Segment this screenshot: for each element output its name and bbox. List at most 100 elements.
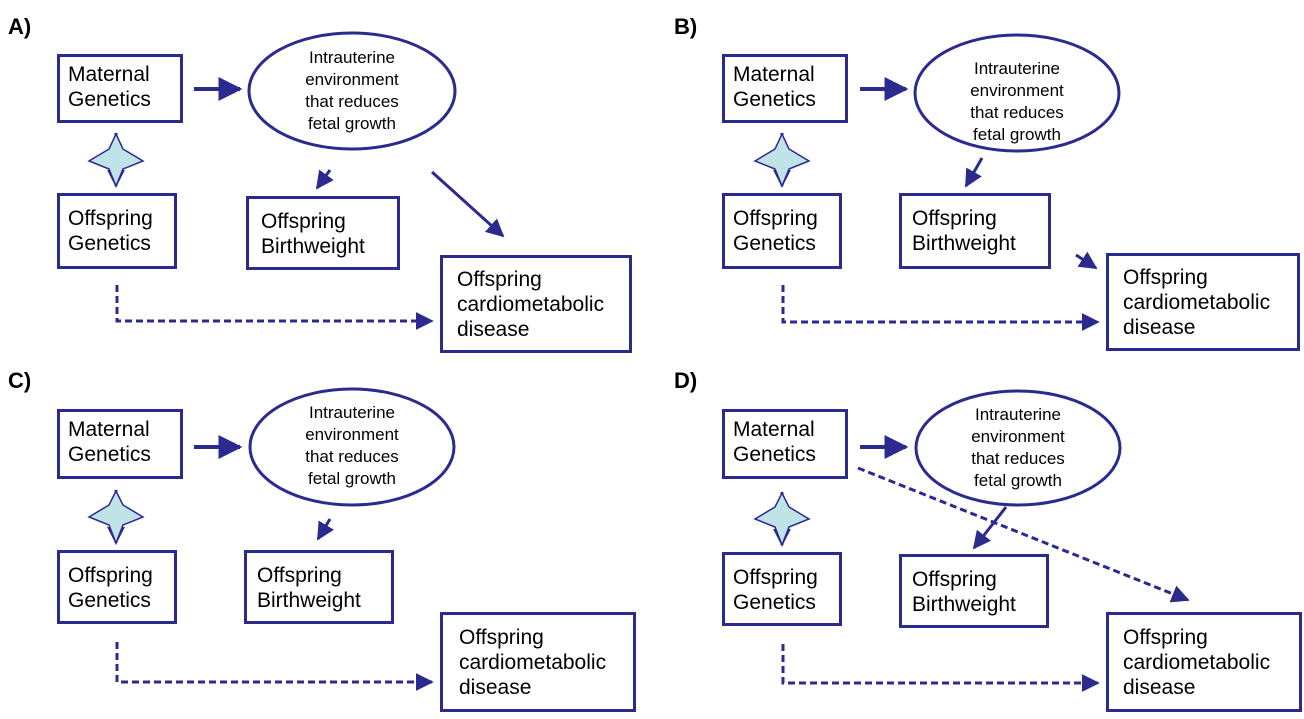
panel-a: A) Maternal Genetics Intrauterine enviro… (0, 0, 640, 355)
panel-label: C) (8, 368, 32, 393)
environment-label: Intrauterine environment that reduces fe… (947, 58, 1087, 146)
environment-label: Intrauterine environment that reduces fe… (948, 404, 1088, 492)
node-text: Offspring (912, 207, 997, 230)
node-text: Intrauterine (974, 59, 1060, 78)
node-text: Genetics (68, 443, 151, 466)
node-text: fetal growth (308, 469, 396, 488)
node-text: Offspring (1123, 266, 1208, 289)
node-text: Offspring (733, 207, 818, 230)
node-text: Genetics (733, 591, 816, 614)
disease-box: Offspring cardiometabolic disease (440, 612, 636, 712)
dashed-arrow-offspring-genetics-to-disease (115, 642, 434, 691)
environment-label: Intrauterine environment that reduces fe… (282, 47, 422, 135)
maternal-genetics-box: Maternal Genetics (57, 54, 183, 123)
node-text: Maternal (733, 63, 815, 86)
birthweight-box: Offspring Birthweight (244, 550, 394, 624)
panel-d-connectors (753, 389, 1190, 692)
node-text: environment (305, 425, 399, 444)
disease-box: Offspring cardiometabolic disease (1106, 253, 1300, 351)
node-text: Offspring (68, 207, 153, 230)
node-text: Genetics (733, 232, 816, 255)
four-point-star-icon (753, 132, 811, 188)
node-text: environment (971, 427, 1065, 446)
node-text: Offspring (68, 564, 153, 587)
environment-label: Intrauterine environment that reduces fe… (282, 402, 422, 490)
environment-ellipse (247, 31, 457, 151)
node-text: Maternal (733, 418, 815, 441)
node-text: cardiometabolic (459, 651, 607, 674)
node-text: Offspring (733, 566, 818, 589)
panel-a-connectors (87, 31, 505, 330)
panel-label: B) (674, 14, 698, 39)
node-text: Birthweight (261, 235, 365, 258)
panel-b: B) Maternal Genetics Intrauterine enviro… (666, 0, 1304, 355)
node-text: Maternal (68, 63, 150, 86)
maternal-genetics-box: Maternal Genetics (722, 409, 848, 479)
arrow-birthweight-to-disease (1075, 251, 1098, 270)
arrow-environment-to-birthweight (964, 157, 984, 188)
disease-box: Offspring cardiometabolic disease (440, 255, 632, 353)
node-text: that reduces (970, 103, 1064, 122)
birthweight-box: Offspring Birthweight (899, 554, 1049, 628)
maternal-genetics-box: Maternal Genetics (722, 54, 848, 123)
node-text: Maternal (68, 418, 150, 441)
node-text: cardiometabolic (457, 293, 605, 316)
maternal-genetics-box: Maternal Genetics (57, 409, 183, 479)
panel-d: D) Maternal Genetics Intrauterine enviro… (666, 362, 1304, 717)
node-text: Genetics (68, 232, 151, 255)
node-text: Offspring (912, 568, 997, 591)
birthweight-box: Offspring Birthweight (899, 193, 1051, 269)
node-text: Intrauterine (309, 403, 395, 422)
node-text: fetal growth (973, 125, 1061, 144)
four-point-star-icon (87, 489, 145, 546)
node-text: Offspring (457, 268, 542, 291)
panel-c-connectors (87, 387, 456, 691)
four-point-star-icon (87, 132, 145, 188)
node-text: environment (305, 70, 399, 89)
arrow-environment-to-disease (430, 170, 505, 238)
node-text: Genetics (733, 443, 816, 466)
disease-box: Offspring cardiometabolic disease (1106, 612, 1302, 712)
node-text: Genetics (733, 88, 816, 111)
node-text: cardiometabolic (1123, 291, 1271, 314)
node-text: Intrauterine (309, 48, 395, 67)
node-text: fetal growth (308, 114, 396, 133)
node-text: Birthweight (257, 589, 361, 612)
arrow-environment-to-birthweight (315, 169, 334, 190)
node-text: Offspring (261, 210, 346, 233)
dashed-arrow-offspring-genetics-to-disease (115, 285, 434, 330)
node-text: cardiometabolic (1123, 651, 1271, 674)
node-text: that reduces (305, 447, 399, 466)
offspring-genetics-box: Offspring Genetics (722, 552, 842, 626)
node-text: Offspring (459, 626, 544, 649)
node-text: that reduces (305, 92, 399, 111)
node-text: Birthweight (912, 593, 1016, 616)
birthweight-box: Offspring Birthweight (246, 196, 400, 270)
panel-label: A) (8, 14, 32, 39)
node-text: Genetics (68, 88, 151, 111)
environment-ellipse (248, 387, 456, 507)
node-text: disease (1123, 676, 1196, 699)
node-text: fetal growth (974, 471, 1062, 490)
node-text: environment (970, 81, 1064, 100)
environment-ellipse (914, 389, 1122, 507)
node-text: disease (457, 318, 530, 341)
dashed-arrow-offspring-genetics-to-disease (781, 285, 1100, 331)
node-text: Offspring (1123, 626, 1208, 649)
node-text: Offspring (257, 564, 342, 587)
dashed-arrow-offspring-genetics-to-disease (781, 644, 1100, 692)
arrow-environment-to-birthweight (316, 518, 335, 541)
panel-c: C) Maternal Genetics Intrauterine enviro… (0, 362, 640, 717)
node-text: Birthweight (912, 232, 1016, 255)
node-text: disease (459, 676, 532, 699)
offspring-genetics-box: Offspring Genetics (722, 193, 842, 269)
four-point-star-icon (753, 491, 811, 548)
panel-b-connectors (753, 33, 1121, 331)
offspring-genetics-box: Offspring Genetics (57, 550, 177, 624)
offspring-genetics-box: Offspring Genetics (57, 193, 177, 269)
dashed-arrow-maternal-to-disease (857, 466, 1190, 603)
node-text: that reduces (971, 449, 1065, 468)
node-text: Genetics (68, 589, 151, 612)
node-text: disease (1123, 316, 1196, 339)
environment-ellipse (913, 33, 1121, 153)
